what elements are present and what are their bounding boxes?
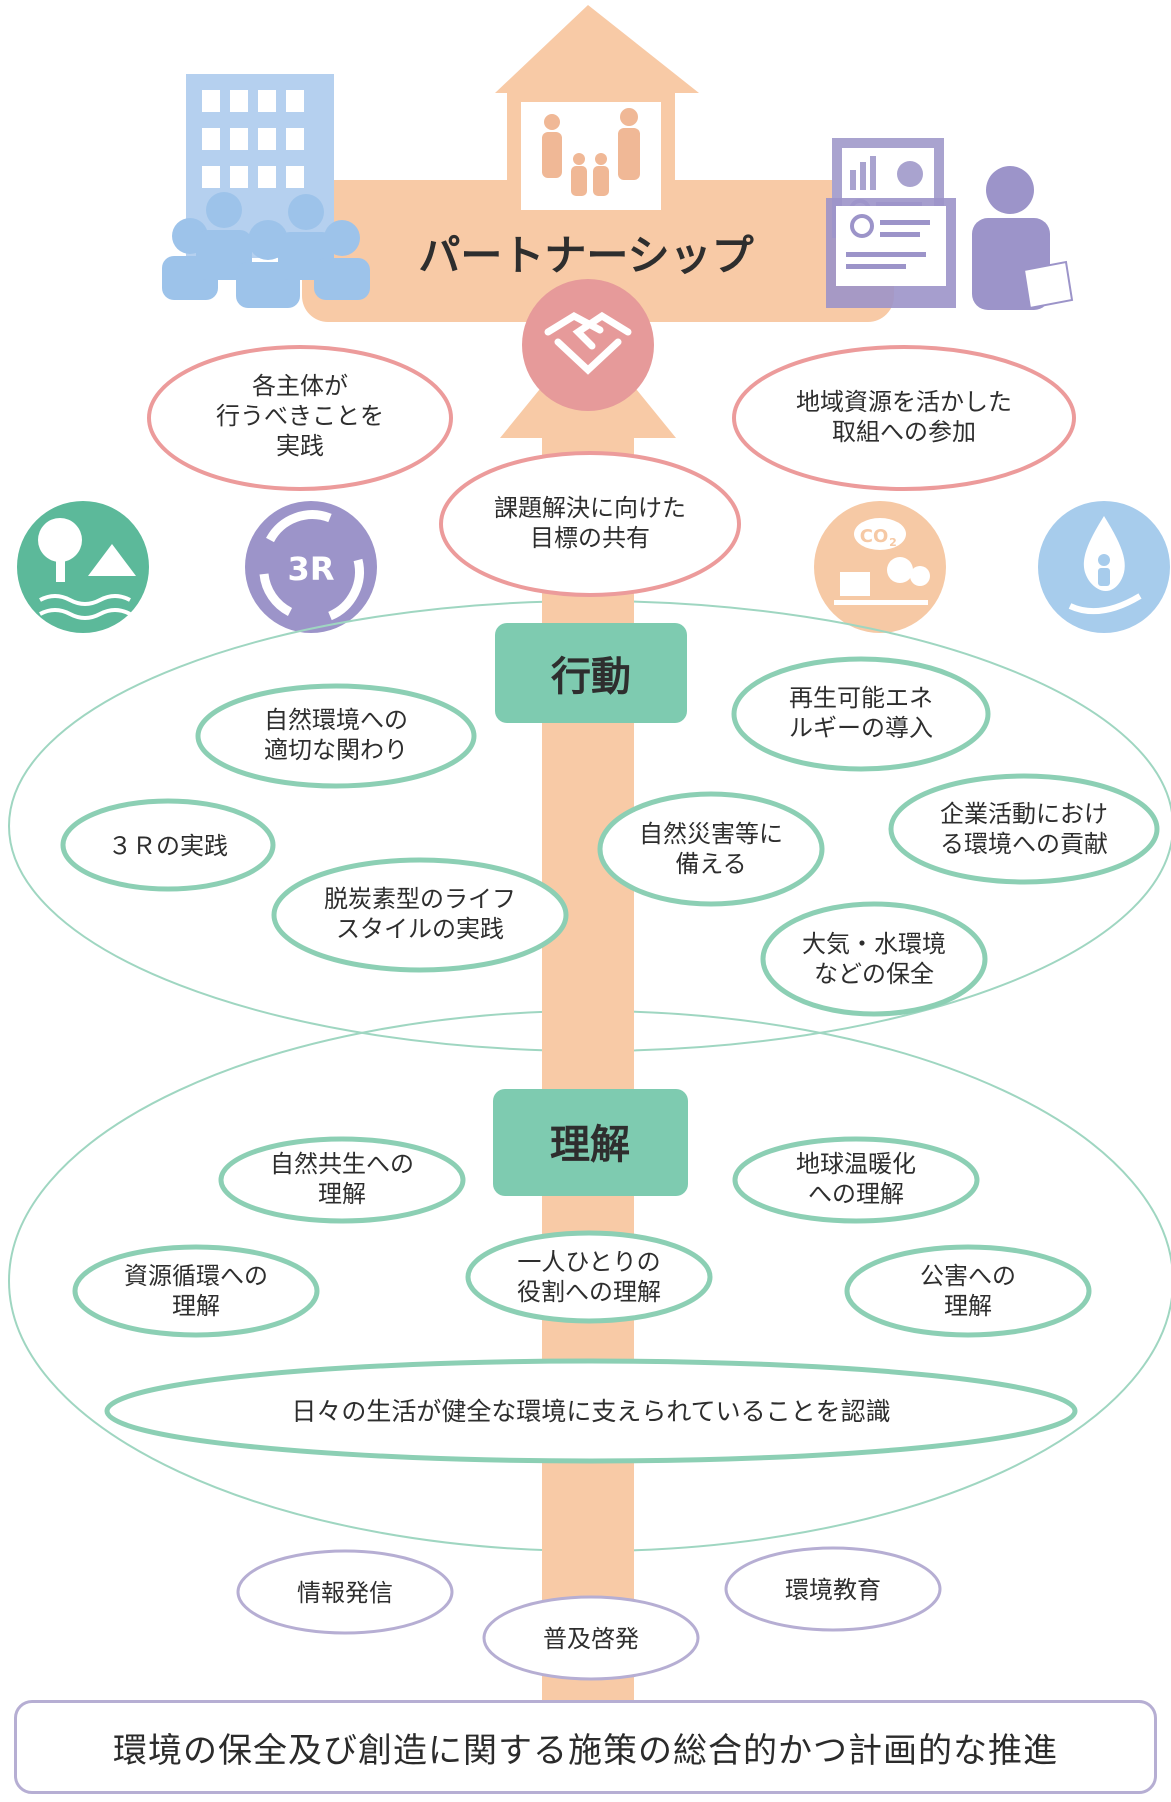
understanding-label: 理解 <box>550 1122 630 1168</box>
air-water-line2: などの保全 <box>814 960 934 988</box>
roles-line2: 役割への理解 <box>517 1278 661 1306</box>
oval-lifestyle <box>271 857 569 973</box>
action-label-box <box>495 623 687 723</box>
renewable-line2: ルギーの導入 <box>789 714 933 742</box>
oval-education <box>724 1546 942 1632</box>
lifestyle-line2: スタイルの実践 <box>336 915 504 943</box>
oval-awareness <box>482 1595 700 1681</box>
oval-symbiosis <box>218 1136 466 1224</box>
understanding-label-box <box>493 1089 688 1196</box>
recognition-text: 日々の生活が健全な環境に支えられていることを認識 <box>291 1397 890 1426</box>
roles-line1: 一人ひとりの <box>517 1248 660 1276</box>
resources-line1: 資源循環への <box>124 1262 268 1290</box>
oval-nature <box>195 683 477 789</box>
subjects-line2: 行うべきことを <box>216 402 384 430</box>
co2-subscript: 2 <box>889 536 897 549</box>
co2-reduction-icon: CO 2 <box>814 501 946 633</box>
threeR-practice: ３Ｒの実践 <box>108 832 228 860</box>
education-text: 環境教育 <box>785 1576 881 1604</box>
goals-line2: 目標の共有 <box>530 524 650 552</box>
recycle-3r-icon: 3R <box>245 501 377 633</box>
handshake-hands <box>544 311 632 375</box>
info-text: 情報発信 <box>297 1579 393 1607</box>
oval-3r <box>60 798 276 892</box>
oval-warming <box>732 1136 980 1224</box>
family-icon <box>542 108 640 196</box>
disaster-line1: 自然災害等に <box>639 820 783 848</box>
symbiosis-line2: 理解 <box>318 1180 366 1208</box>
business-line2: る環境への貢献 <box>940 830 1108 858</box>
oval-resources <box>72 1244 320 1338</box>
partnership-title: パートナーシップ <box>418 231 753 280</box>
awareness-text: 普及啓発 <box>543 1625 639 1653</box>
symbiosis-line1: 自然共生への <box>270 1150 414 1178</box>
air-water-line1: 大気・水環境 <box>802 930 946 958</box>
oval-info <box>236 1549 454 1635</box>
water-drop-icon <box>1038 501 1170 633</box>
goals-line1: 課題解決に向けた <box>494 494 686 522</box>
nature-line2: 適切な関わり <box>264 736 408 764</box>
nature-line1: 自然環境への <box>264 706 408 734</box>
document-icon <box>1022 260 1074 310</box>
oval-regional <box>732 345 1076 491</box>
partnership-banner <box>302 180 894 322</box>
warming-line2: への理解 <box>808 1180 904 1208</box>
house-roof <box>495 5 699 93</box>
renewable-line1: 再生可能エネ <box>789 684 933 712</box>
resources-line2: 理解 <box>172 1292 220 1320</box>
presentation-monitor-icon <box>826 138 956 308</box>
oval-recognition <box>104 1358 1078 1464</box>
oval-renewable <box>731 656 991 772</box>
subjects-line1: 各主体が <box>252 372 348 400</box>
lifestyle-line1: 脱炭素型のライフ <box>324 885 516 913</box>
oval-business <box>888 773 1160 885</box>
co2-text: CO <box>860 526 889 547</box>
oval-air-water <box>760 901 988 1017</box>
regional-line1: 地域資源を活かした <box>796 388 1012 416</box>
pollution-line2: 理解 <box>944 1292 992 1320</box>
nature-icon <box>17 501 149 633</box>
business-line1: 企業活動におけ <box>940 800 1108 828</box>
oval-disaster <box>597 791 825 907</box>
warming-line1: 地球温暖化 <box>796 1150 916 1178</box>
oval-goals <box>439 451 741 597</box>
subjects-line3: 実践 <box>276 432 324 460</box>
bottom-statement: 環境の保全及び創造に関する施策の総合的かつ計画的な推進 <box>14 1700 1157 1794</box>
oval-roles <box>465 1230 713 1324</box>
disaster-line2: 備える <box>675 850 746 878</box>
regional-line2: 取組への参加 <box>832 418 976 446</box>
action-label: 行動 <box>551 654 631 700</box>
businesspeople-icon <box>162 192 370 308</box>
pollution-line1: 公害への <box>920 1262 1016 1290</box>
threeR-text: 3R <box>288 550 335 588</box>
oval-pollution <box>844 1244 1092 1338</box>
oval-subjects <box>147 345 453 491</box>
